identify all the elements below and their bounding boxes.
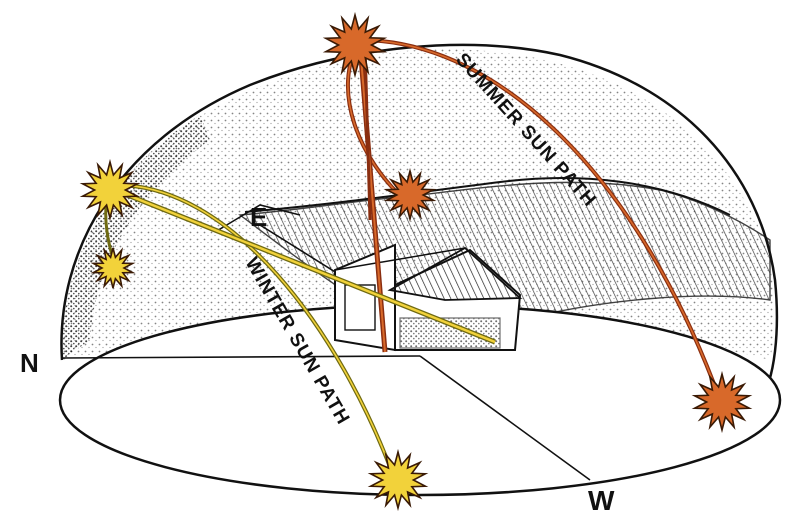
north-axis-line: [61, 355, 421, 359]
east-label: E: [250, 202, 267, 232]
sky-dome-edge-shading: [61, 115, 210, 360]
summer-sun-path-arc-highlight: [359, 39, 721, 401]
house: [334, 243, 523, 352]
summer-noon-sun-icon: [322, 11, 388, 79]
winter-noon-ray-inner: [114, 188, 496, 344]
summer-morning-sun-icon: [383, 167, 437, 223]
hill-ridge: [244, 177, 731, 216]
north-label: N: [20, 348, 39, 378]
summer-noon-ray-2: [363, 44, 372, 221]
west-axis-line: [419, 355, 591, 481]
winter-sun-path-arc-highlight: [109, 184, 396, 481]
winter-noon-sun-icon: [79, 158, 141, 222]
winter-morning-sun-icon: [90, 247, 136, 289]
winter-sunset-sun-icon: [367, 448, 429, 512]
west-label: W: [588, 485, 615, 516]
summer-sunset-sun-icon: [691, 370, 753, 434]
summer-noon-ray-inner: [359, 44, 386, 353]
east-plot-outline: [214, 204, 301, 233]
